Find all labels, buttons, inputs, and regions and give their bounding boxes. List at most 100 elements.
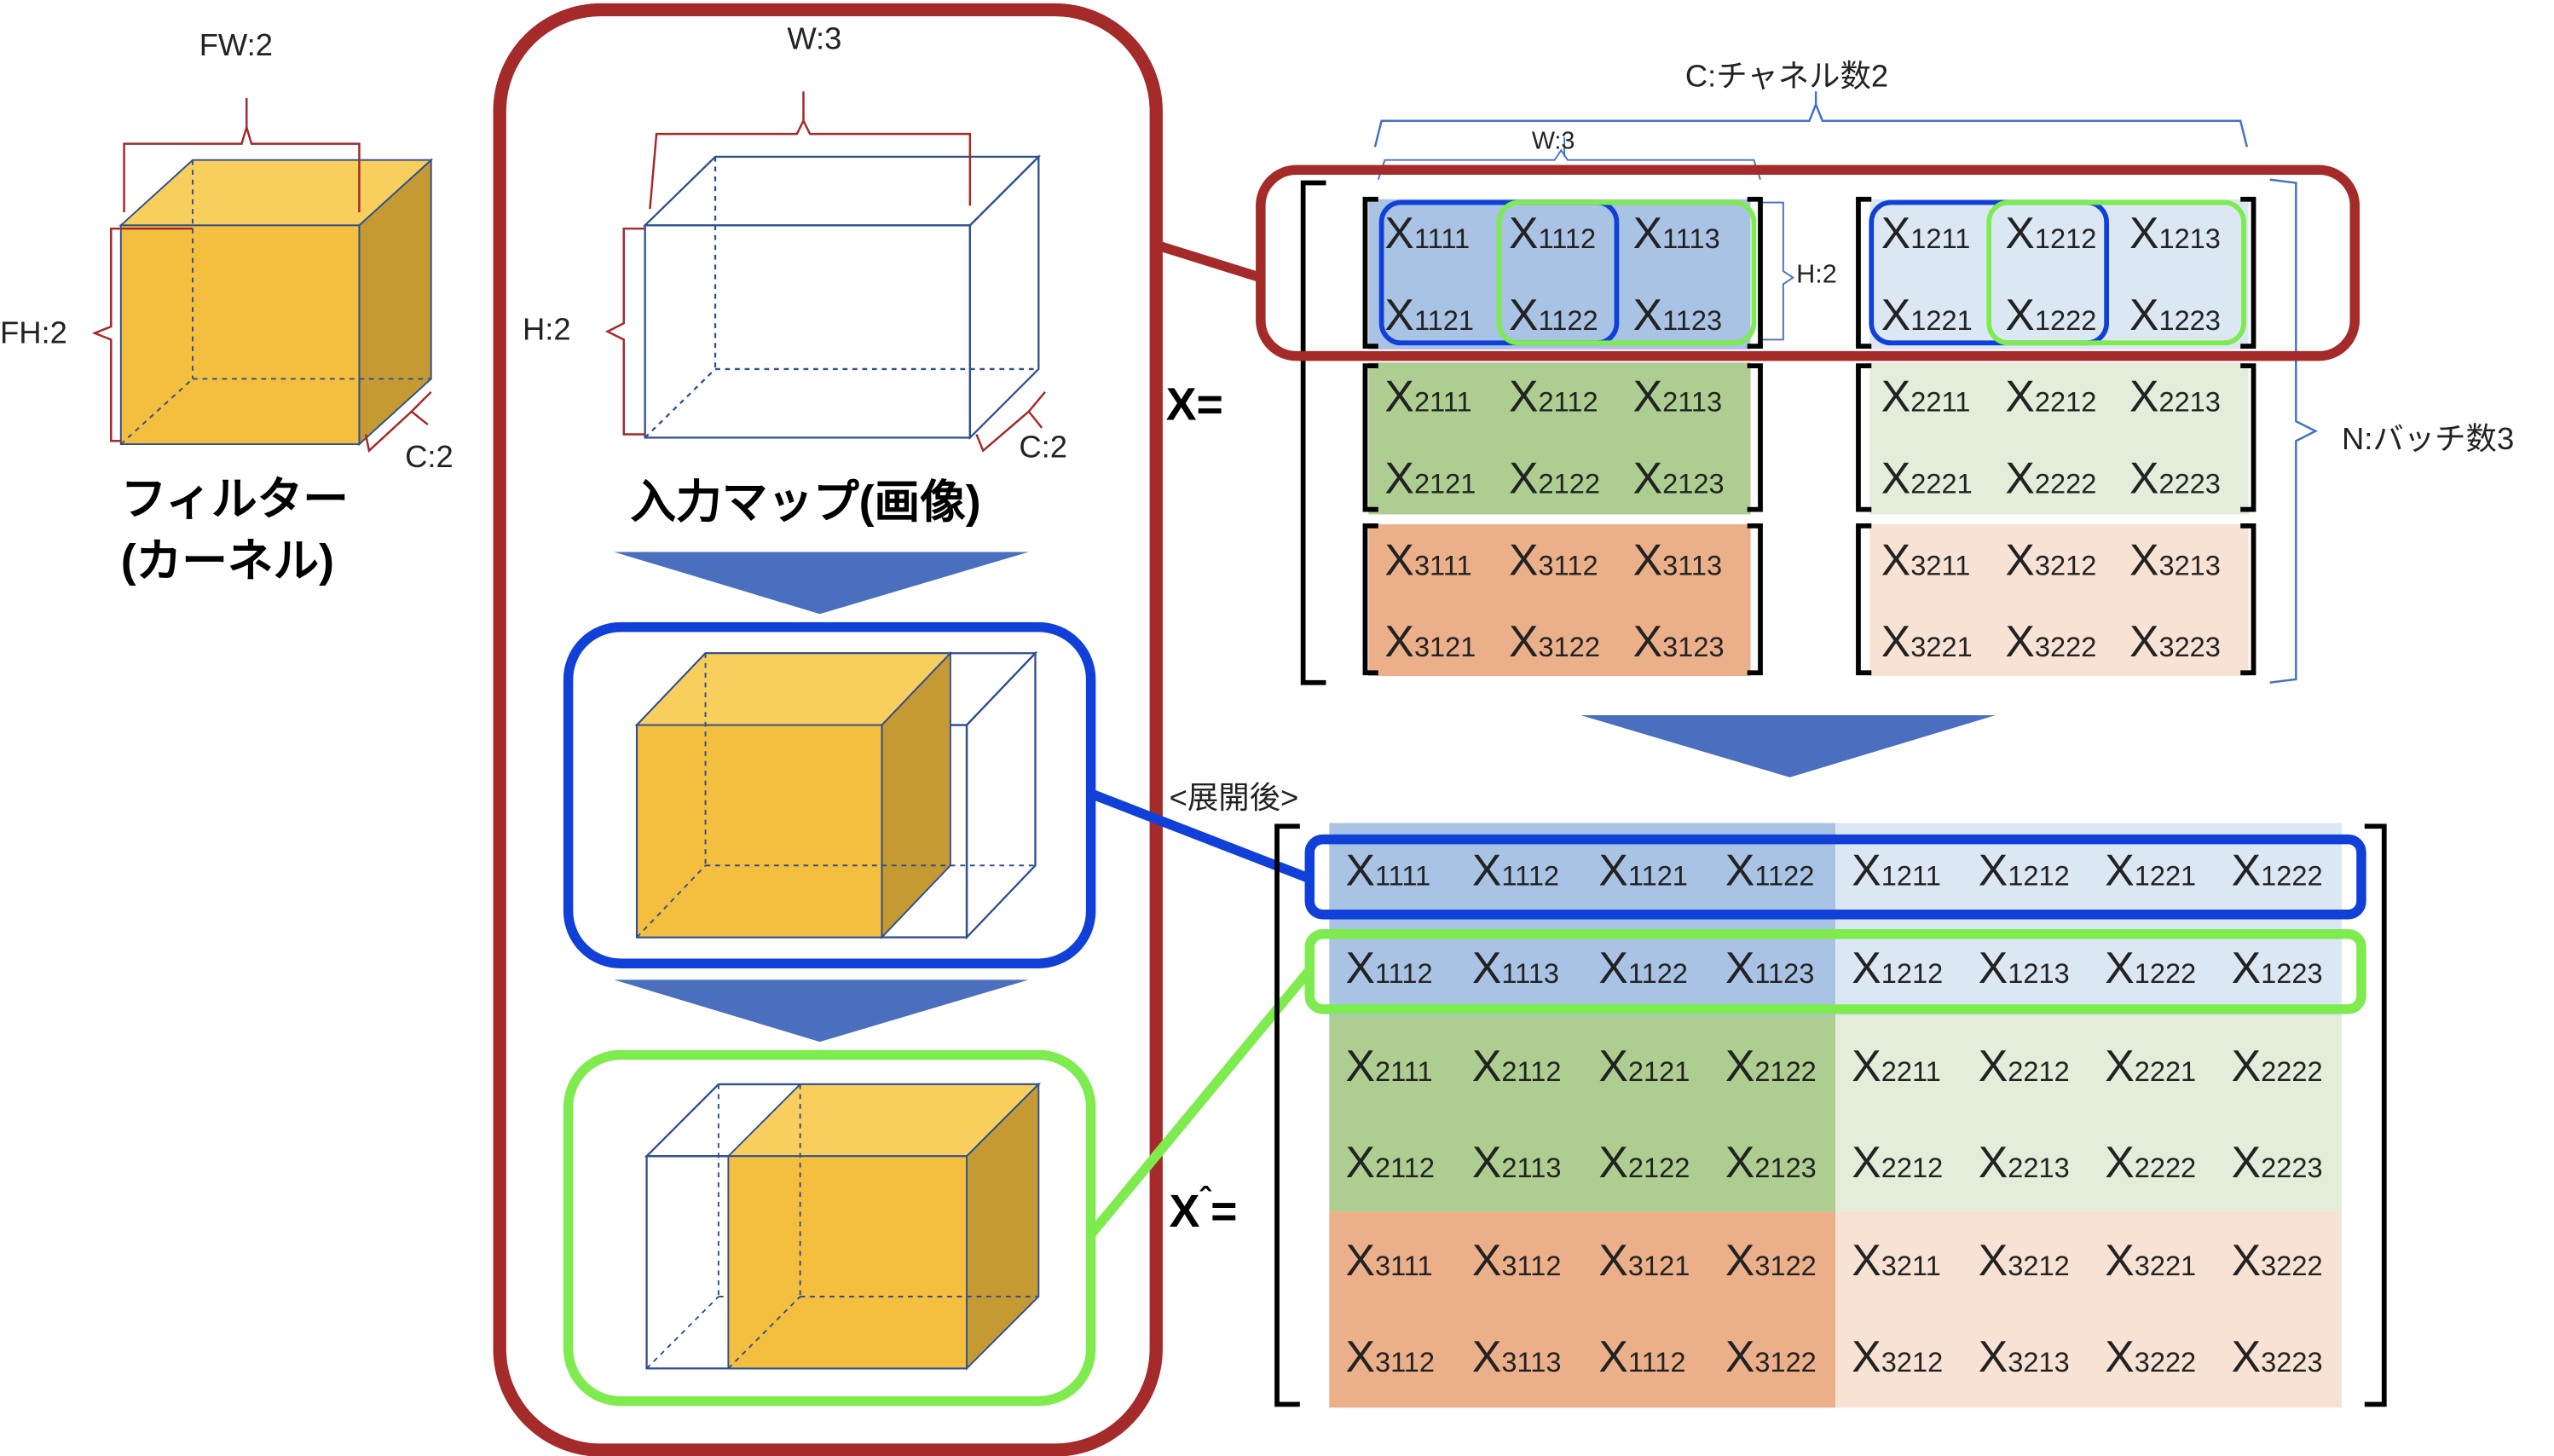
xhat-cell: X1113 [1471,944,1560,993]
xhat-cell: X2211 [1852,1042,1941,1091]
down-arrow-1 [614,552,1029,615]
x-cell: X1211 [1881,209,1971,258]
xhat-cell: X3121 [1598,1236,1690,1286]
input-c-brace [975,390,1046,453]
connector-blue [1089,789,1312,883]
x-cell: X2113 [1632,372,1723,422]
matrix-x-name: X= [1165,378,1223,430]
xhat-cell: X3111 [1345,1236,1433,1286]
xhat-cell: X3112 [1471,1236,1562,1286]
x-win1-ch2 [1869,199,2109,346]
xhat-cell: X2212 [1978,1042,2070,1091]
w-label: W:3 [1531,127,1575,155]
batch-brace [2269,178,2319,684]
xhat-cell: X2213 [1978,1138,2070,1187]
down-arrow-3 [1580,715,1996,777]
xhat-cell: X2123 [1725,1138,1817,1187]
x-cell: X1213 [2129,209,2221,258]
input-map-panel-frame [493,3,1163,1456]
xhat-cell: X3112 [1345,1332,1436,1382]
xhat-cell: X2112 [1471,1042,1562,1091]
xhat-cell: X1112 [1345,944,1433,993]
x-bg-ch2-batch3 [1869,523,2249,677]
xhat-cell: X2221 [2105,1042,2197,1091]
batch-label: N:バッチ数3 [2341,423,2515,458]
xhat-cell: X3213 [1978,1332,2070,1382]
xhat-cell: X3222 [2231,1236,2323,1286]
xhat-cell: X2223 [2231,1138,2323,1187]
xhat-cell: X3223 [2231,1332,2323,1382]
xhat-bg-ch1-batch2 [1329,1015,1836,1212]
xhat-cell: X3212 [1852,1332,1944,1382]
filter-title-line1: フィルター [120,473,349,524]
x-cell: X2213 [2129,372,2221,422]
channel-brace [1373,91,2249,147]
xhat-cell: X3222 [2105,1332,2197,1382]
input-h-brace [604,227,645,436]
input-map-cuboid [642,154,1042,441]
xhat-cell: X1122 [1598,944,1688,993]
h-label: H:2 [1796,261,1837,290]
window1-cuboid [634,650,1038,940]
xhat-cell: X2122 [1725,1042,1817,1091]
connector-red [1154,240,1263,283]
channel-label: C:チャネル数2 [1684,60,1889,95]
x-bg-ch1-batch3 [1368,523,1751,677]
x-win2-ch1 [1496,199,1757,346]
filter-c-label: C:2 [405,441,454,476]
x-cell: X2111 [1384,372,1472,422]
xhat-cell: X3122 [1725,1236,1817,1286]
x-cell: X1112 [1509,209,1597,258]
h-brace [1760,201,1795,341]
x-cell: X3221 [1881,617,1973,667]
x-win1-ch1 [1378,199,1620,346]
x-cell: X2212 [2005,372,2097,422]
x-cell: X1223 [2129,290,2221,340]
xhat-cell: X1213 [1978,944,2070,993]
xhat-cell: X2222 [2231,1042,2323,1091]
xhat-cell: X3122 [1725,1332,1817,1382]
xhat-cell: X1212 [1852,944,1944,993]
xhat-cell: X1112 [1471,846,1560,895]
xhat-cell: X1221 [2105,846,2197,895]
x-cell: X2211 [1881,372,1971,422]
xhat-right-bracket [2364,823,2387,1407]
xhat-cell: X2113 [1471,1138,1562,1187]
x-batch1-frame [1256,165,2360,361]
xhat-cell: X2122 [1598,1138,1690,1187]
xhat-left-bracket [1274,823,1300,1407]
x-cell: X3123 [1632,617,1725,667]
xhat-cell: X2111 [1345,1042,1433,1091]
xhat-bg-ch2-batch3 [1835,1211,2342,1408]
xhat-cell: X2212 [1852,1138,1944,1187]
x-bg-ch2-batch2 [1869,362,2249,515]
xhat-cell: X1222 [2105,944,2197,993]
x-cell: X1111 [1384,209,1471,258]
xhat-cell: X1112 [1598,1332,1686,1382]
x-cell: X3111 [1384,535,1472,585]
connector-green [1087,967,1314,1238]
xhat-cell: X2121 [1598,1042,1690,1091]
x-cell: X3112 [1509,535,1598,585]
x-cell: X1212 [2005,209,2097,258]
filter-fh-brace [91,227,194,442]
x-cell: X2123 [1632,454,1725,504]
xhat-row1-frame [1304,834,2366,920]
matrix-xhat-name: Xˆ= [1169,1182,1238,1237]
xhat-bg-ch1-batch3 [1329,1211,1836,1408]
input-w-brace [649,91,972,210]
filter-fw-brace [123,97,361,213]
x-cell: X2112 [1509,372,1598,422]
window2-cuboid [644,1082,1042,1371]
expanded-caption: <展開後> [1169,782,1299,817]
x-cell: X1122 [1509,290,1598,340]
x-cell: X3211 [1881,535,1971,585]
x-cell: X2222 [2005,454,2097,504]
xhat-cell: X1111 [1345,846,1431,895]
x-cell: X3222 [2005,617,2097,667]
xhat-bg-ch2-batch2 [1835,1015,2342,1212]
xhat-cell: X3221 [2105,1236,2197,1286]
x-cell: X3121 [1384,617,1476,667]
x-win2-ch2 [1986,199,2246,346]
